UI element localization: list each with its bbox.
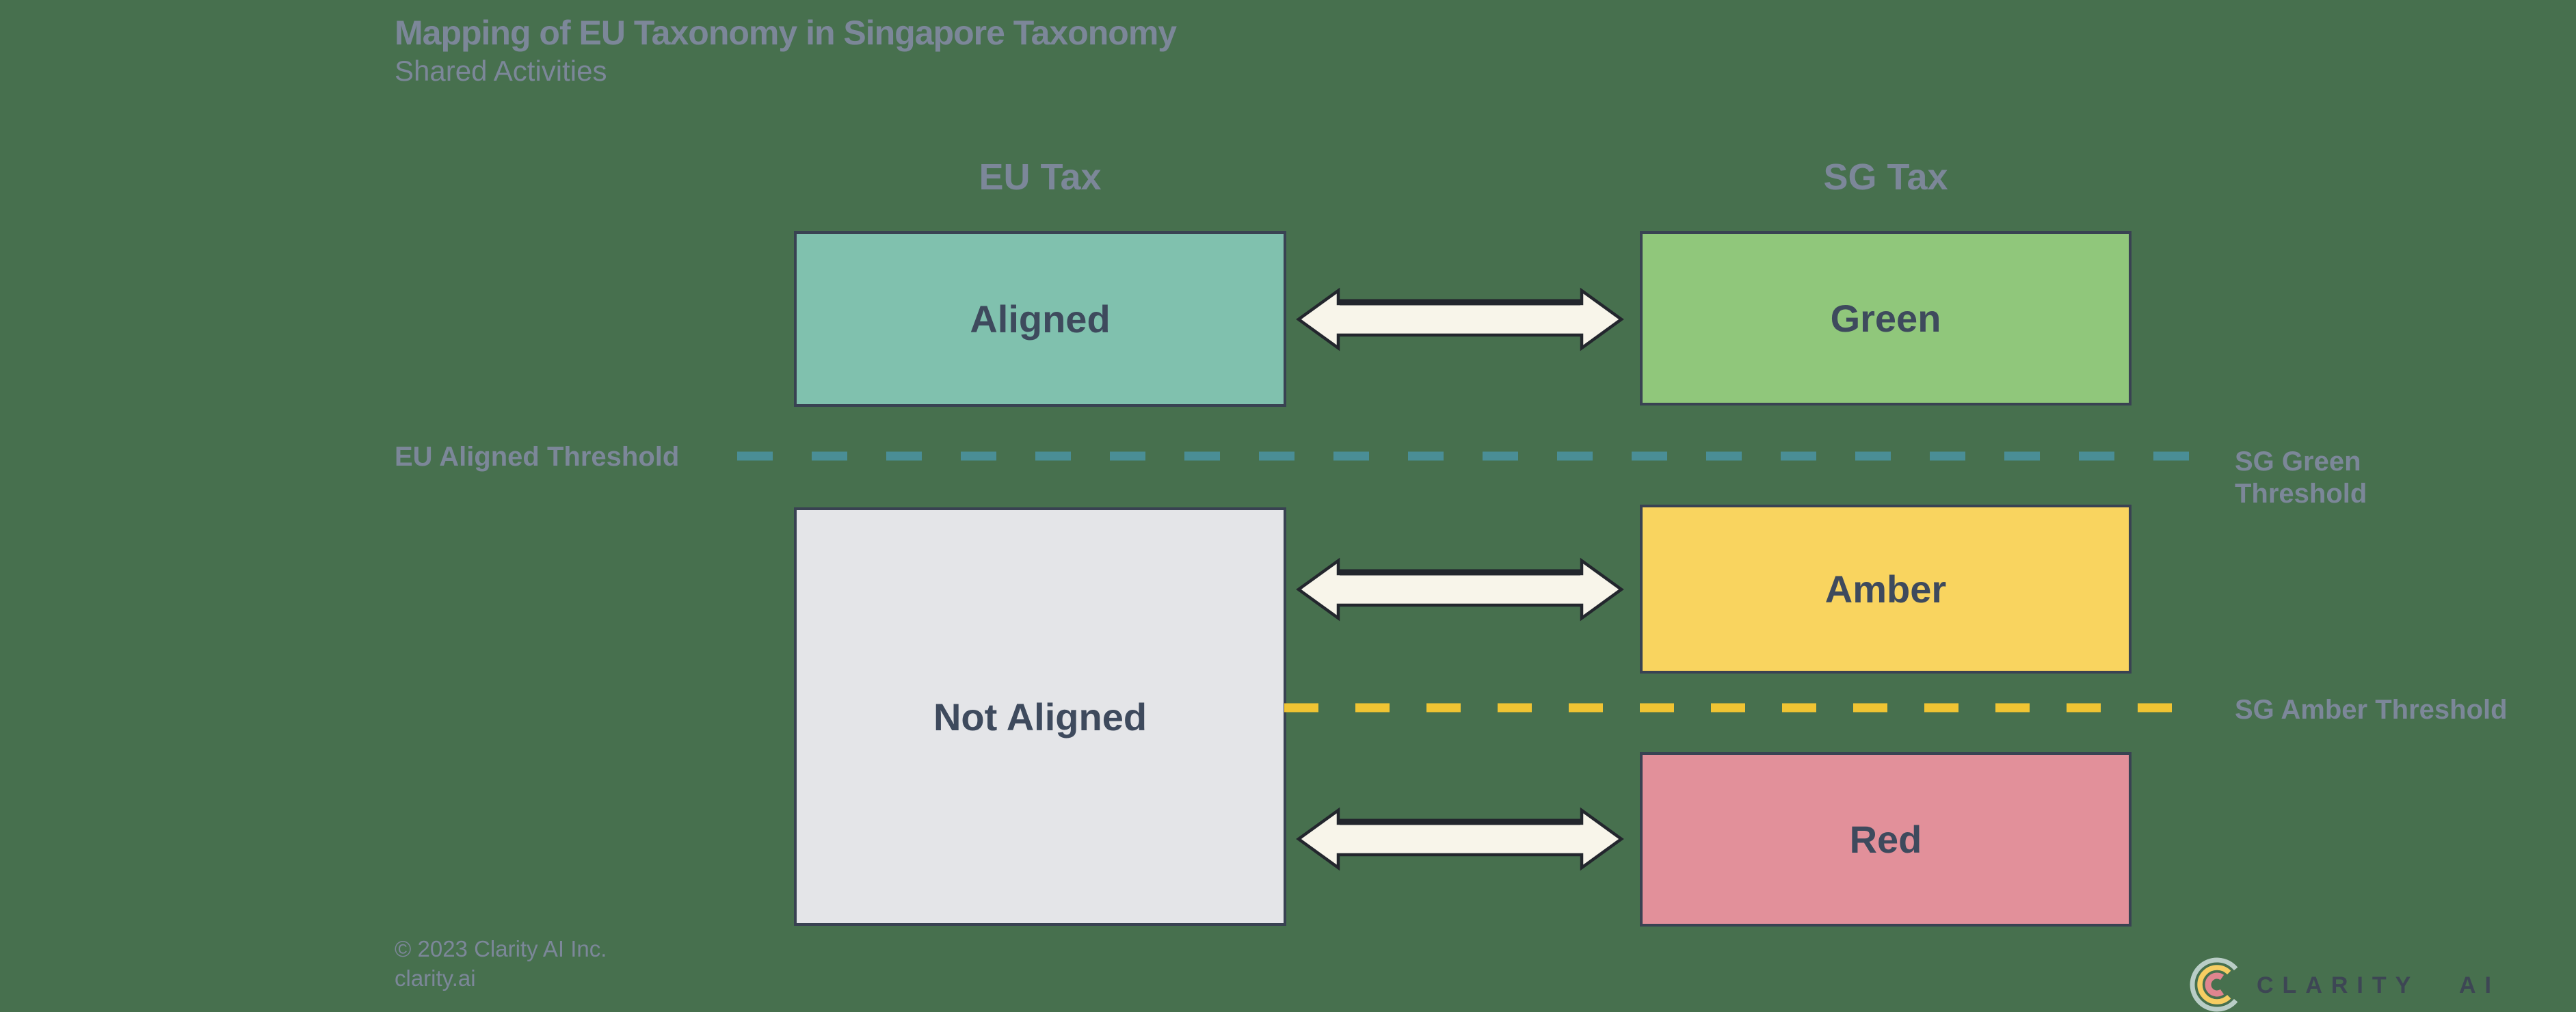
page-title: Mapping of EU Taxonomy in Singapore Taxo… [395,14,1177,52]
website-text: clarity.ai [395,966,476,991]
sg-green-threshold-label: SG Green Threshold [2235,447,2367,509]
eu-not-aligned-box-label: Not Aligned [933,695,1147,738]
eu-aligned-threshold-line [737,451,2201,461]
sg-tax-column-header: SG Tax [1823,157,1948,198]
eu-aligned-box: Aligned [794,231,1286,407]
sg-amber-box: Amber [1640,505,2132,674]
not-aligned-amber-arrow-icon [1296,557,1624,622]
sg-amber-box-label: Amber [1824,568,1947,611]
eu-tax-column-header: EU Tax [979,157,1102,198]
aligned-green-arrow-icon [1296,287,1624,351]
logo-middle-arc-icon [2197,965,2231,1004]
sg-green-box: Green [1640,231,2132,405]
sg-green-box-label: Green [1830,297,1941,340]
eu-not-aligned-box: Not Aligned [794,507,1286,926]
page-subtitle: Shared Activities [395,55,607,87]
copyright-text: © 2023 Clarity AI Inc. [395,936,607,961]
sg-amber-threshold-label: SG Amber Threshold [2235,695,2508,725]
sg-red-box-label: Red [1849,818,1922,861]
logo-inner-c-icon [2205,972,2225,997]
eu-aligned-threshold-label: EU Aligned Threshold [395,442,680,472]
title-block: Mapping of EU Taxonomy in Singapore Taxo… [395,14,1177,88]
logo-outer-arc-icon [2190,957,2238,1012]
eu-aligned-box-label: Aligned [970,297,1111,341]
footer: © 2023 Clarity AI Inc. clarity.ai [395,934,607,993]
sg-red-box: Red [1640,752,2132,927]
sg-amber-threshold-line [1284,703,2201,713]
not-aligned-red-arrow-icon [1296,807,1624,871]
